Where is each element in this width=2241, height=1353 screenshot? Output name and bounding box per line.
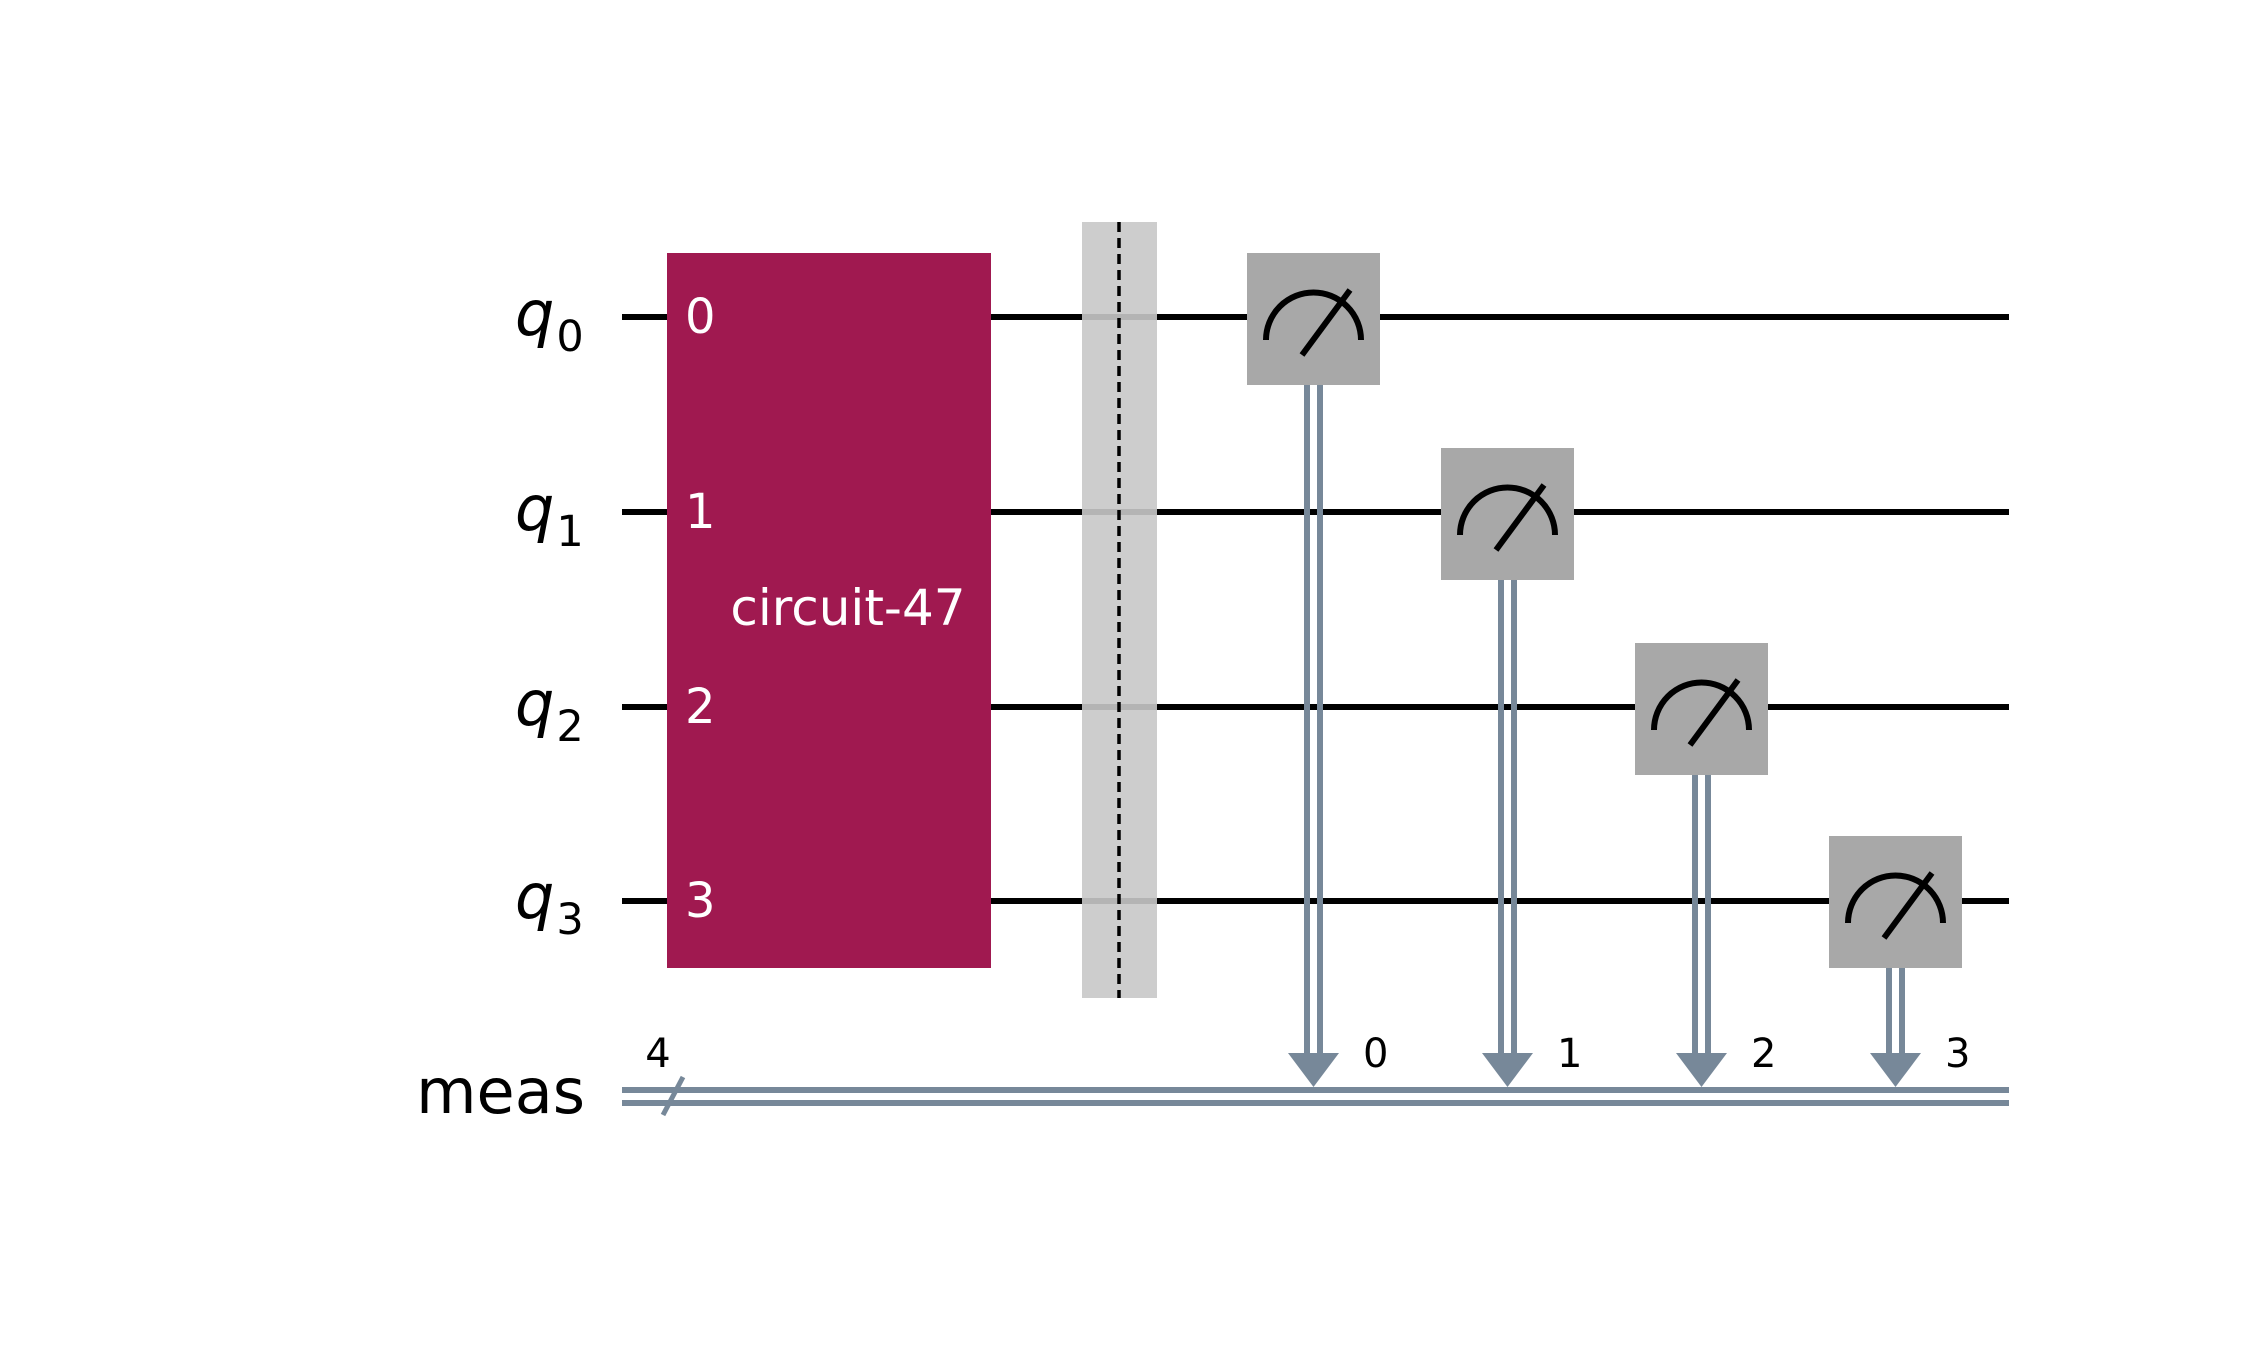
arrow-down-icon xyxy=(1676,1053,1727,1087)
clbit-labels: 0 1 2 3 xyxy=(1363,1031,1970,1077)
register-size-slash xyxy=(660,1075,686,1117)
gate-pin-0: 0 xyxy=(685,289,716,345)
measure-connector-2 xyxy=(1676,775,1727,1087)
qubit-labels: q0 q1 q2 q3 xyxy=(515,277,584,945)
gate-pin-3: 3 xyxy=(685,873,716,929)
measure-gate-2 xyxy=(1635,643,1768,775)
clbit-label-1: 1 xyxy=(1557,1031,1582,1077)
qubit-label-1: q1 xyxy=(515,472,584,557)
classical-register-label: meas xyxy=(416,1055,585,1128)
arrow-down-icon xyxy=(1482,1053,1533,1087)
measure-connector-3 xyxy=(1870,968,1921,1087)
measure-connector-1 xyxy=(1482,580,1533,1087)
gate-name: circuit-47 xyxy=(730,579,965,637)
measurement-gates xyxy=(1247,253,1962,968)
gate-pin-1: 1 xyxy=(685,484,716,540)
gate-pin-2: 2 xyxy=(685,679,716,735)
clbit-label-2: 2 xyxy=(1751,1031,1776,1077)
qubit-label-3: q3 xyxy=(515,860,584,945)
meter-icon xyxy=(1263,288,1364,357)
measure-gate-1 xyxy=(1441,448,1574,580)
register-size-label: 4 xyxy=(645,1031,670,1077)
meter-icon xyxy=(1457,483,1558,552)
qubit-label-0: q0 xyxy=(515,277,584,362)
arrow-down-icon xyxy=(1288,1053,1339,1087)
measure-connector-0 xyxy=(1288,385,1339,1087)
measurement-connectors xyxy=(1288,385,1921,1087)
measure-gate-0 xyxy=(1247,253,1380,385)
classical-wire xyxy=(622,1087,2009,1106)
arrow-down-icon xyxy=(1870,1053,1921,1087)
qubit-label-2: q2 xyxy=(515,667,584,752)
clbit-label-3: 3 xyxy=(1945,1031,1970,1077)
clbit-label-0: 0 xyxy=(1363,1031,1388,1077)
composite-gate: 0 1 2 3 circuit-47 xyxy=(667,253,991,968)
measure-gate-3 xyxy=(1829,836,1962,968)
composite-gate-box xyxy=(667,253,991,968)
barrier xyxy=(1082,222,1157,998)
meter-icon xyxy=(1651,678,1752,747)
meter-icon xyxy=(1845,871,1946,940)
